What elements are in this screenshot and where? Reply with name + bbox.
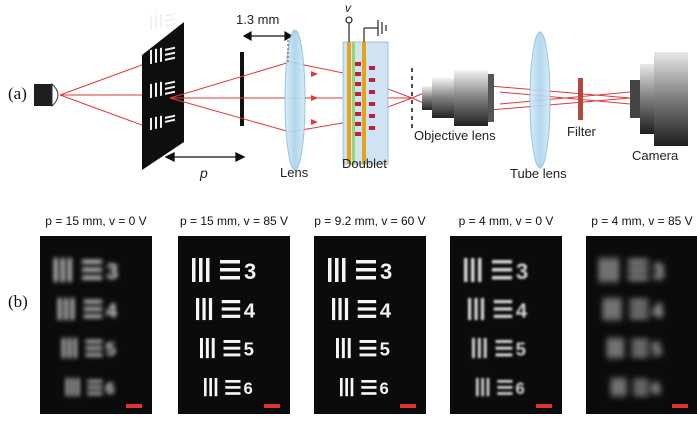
target-digit: 4 [652, 300, 664, 322]
target-digit: 6 [106, 379, 115, 398]
voltage-wiring [345, 16, 387, 42]
target-digit: 5 [516, 339, 526, 360]
scale-bar [264, 404, 280, 408]
target-pattern: 3 4 5 6 [328, 258, 392, 398]
spacing-arrow [242, 30, 294, 42]
lens [284, 29, 306, 171]
target-digit: 6 [652, 379, 661, 398]
micrograph-panel: p = 4 mm, v = 0 V 3 4 5 6 [450, 214, 562, 414]
target-digit: 4 [380, 300, 392, 322]
micrograph-background [178, 236, 290, 414]
filter [578, 78, 583, 120]
distance-p-arrow [164, 151, 246, 163]
aperture [240, 52, 244, 126]
light-source [34, 82, 59, 108]
target-digit: 6 [516, 379, 525, 398]
ray-arrowheads [311, 71, 318, 125]
tube-lens [529, 31, 551, 169]
target-digit: 5 [244, 339, 254, 360]
panel-a-label: (a) [8, 84, 27, 103]
target-digit: 5 [106, 339, 116, 360]
micrograph-panel: p = 15 mm, v = 0 V 3 4 5 6 [40, 214, 152, 414]
micrograph-panel: p = 15 mm, v = 85 V 3 4 5 6 [178, 214, 290, 414]
micrograph-background [314, 236, 426, 414]
lens-label: Lens [280, 165, 309, 180]
target-digit: 3 [380, 259, 392, 284]
micrograph-caption: p = 4 mm, v = 0 V [459, 214, 554, 228]
camera-label: Camera [632, 148, 679, 163]
doublet-label: Doublet [342, 156, 387, 171]
source-rays [59, 61, 155, 129]
micrograph-caption: p = 4 mm, v = 85 V [591, 214, 692, 228]
target-digit: 4 [106, 300, 118, 322]
target-digit: 3 [106, 259, 118, 284]
doublet [342, 41, 389, 165]
target-digit: 3 [244, 259, 256, 284]
micrograph-background [450, 236, 562, 414]
target-pattern: 3 4 5 6 [192, 258, 256, 398]
beam-rays [169, 61, 631, 133]
target-digit: 5 [380, 339, 390, 360]
voltage-label: v [345, 1, 352, 15]
target-digit: 4 [516, 300, 528, 322]
objective-lens [422, 70, 494, 126]
target-pattern: 3 4 5 6 [464, 258, 528, 398]
target-digit: 3 [652, 259, 664, 284]
distance-p-label: p [199, 165, 208, 181]
tube-lens-label: Tube lens [510, 166, 567, 181]
micrograph-caption: p = 15 mm, v = 0 V [45, 214, 146, 228]
target-pattern: 3 4 5 6 [600, 258, 664, 398]
scale-bar [126, 404, 142, 408]
micrograph-caption: p = 9.2 mm, v = 60 V [314, 214, 425, 228]
scale-bar [400, 404, 416, 408]
filter-label: Filter [567, 124, 597, 139]
micrograph-panel: p = 4 mm, v = 85 V 3 4 5 6 [586, 214, 697, 414]
spacing-label: 1.3 mm [236, 12, 279, 27]
target-pattern: 3 4 5 6 [54, 258, 118, 398]
micrograph-background [586, 236, 697, 414]
resolution-target [142, 12, 184, 170]
panel-b-label: (b) [8, 292, 28, 311]
target-digit: 4 [244, 300, 256, 322]
scale-bar [672, 404, 688, 408]
scale-bar [536, 404, 552, 408]
objective-label: Objective lens [414, 128, 496, 143]
micrograph-panel: p = 9.2 mm, v = 60 V 3 4 5 6 [314, 214, 426, 414]
target-digit: 3 [516, 259, 528, 284]
micrograph-background [40, 236, 152, 414]
camera [630, 52, 688, 146]
target-digit: 6 [380, 379, 389, 398]
micrograph-caption: p = 15 mm, v = 85 V [180, 214, 288, 228]
target-digit: 5 [652, 339, 662, 360]
target-digit: 6 [244, 379, 253, 398]
